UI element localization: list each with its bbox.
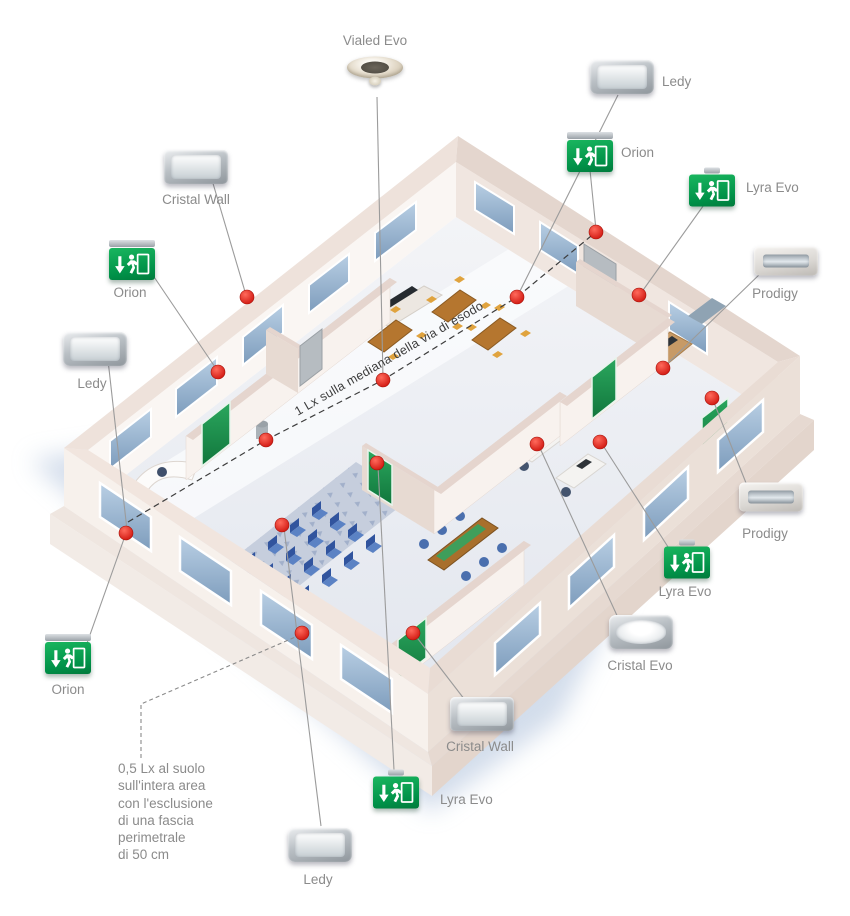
installation-point-dot [588,224,604,240]
product-label: Vialed Evo [342,33,408,48]
product-thumb-cristal-wall [450,697,514,731]
product-label: Lyra Evo [440,792,493,807]
installation-point-dot [369,455,385,471]
product-thumb-cristal-evo [609,615,673,649]
installation-point-dot [118,525,134,541]
product-label: Cristal Wall [446,739,514,754]
prodigy-light-icon [739,482,803,512]
orion-exit-sign-icon [45,634,91,674]
product-thumb-lyra-evo [689,167,735,207]
cristal-wall-light-icon [450,697,514,731]
product-thumb-orion [109,240,155,280]
corridor-floor [99,213,625,541]
product-thumb-ledy [288,828,352,862]
front-wall-windows-right [493,397,765,678]
product-label: Lyra Evo [658,584,712,599]
connector-lines [85,94,763,827]
green-door [201,400,231,468]
connector-line [517,94,619,296]
product-label: Cristal Evo [607,658,673,673]
connector-line [712,399,753,499]
product-label: Ledy [303,872,333,887]
connector-line [538,445,621,623]
ledy-light-icon [288,828,352,862]
connector-line [85,535,126,647]
ledy-light-icon [63,332,127,366]
orion-exit-sign-icon [567,132,613,172]
installation-point-dot [704,390,720,406]
connector-line [140,634,301,758]
product-label: Ledy [77,376,107,391]
downlight-icon [347,56,403,88]
cristal-wall-light-icon [164,150,228,184]
installation-point-dot [258,432,274,448]
lyra-exit-sign-icon [664,539,710,579]
product-thumb-prodigy [754,246,818,276]
connector-line [147,267,218,371]
green-door [591,356,617,421]
prodigy-light-icon [754,246,818,276]
installation-point-dot [405,625,421,641]
connector-line [601,443,671,551]
grey-door [299,327,323,388]
installation-point-dot [210,364,226,380]
installation-point-dot [631,287,647,303]
ledy-light-icon [590,60,654,94]
meeting-room-table [419,511,507,581]
product-thumb-ledy [590,60,654,94]
installation-point-dot [375,372,391,388]
connector-line [211,179,247,296]
connector-line [376,96,384,379]
front-walls [64,356,800,752]
back-walls [64,136,800,505]
base-slab [50,414,814,796]
connector-line [589,169,597,231]
installation-point-dot [274,517,290,533]
installation-point-dot [655,360,671,376]
product-thumb-orion [45,634,91,674]
cristal-evo-light-icon [609,615,673,649]
installation-point-dot [529,436,545,452]
connector-line [107,359,128,531]
product-thumb-cristal-wall [164,150,228,184]
lyra-exit-sign-icon [373,769,419,809]
installation-point-dot [592,434,608,450]
connector-line [377,465,395,771]
product-thumb-orion [567,132,613,172]
product-thumb-prodigy [739,482,803,512]
product-label: Orion [621,145,655,160]
product-label: Cristal Wall [162,192,230,207]
product-thumb-lyra-evo [373,769,419,809]
connector-line [664,271,763,367]
product-thumb-vialed-evo [347,56,403,88]
connector-line [414,634,469,705]
product-label: Prodigy [752,286,798,301]
installation-point-dot [294,625,310,641]
product-label: Orion [113,285,147,300]
product-label: Ledy [662,74,692,89]
installation-point-dot [239,289,255,305]
product-label: Prodigy [742,526,788,541]
back-wall-windows [109,180,708,472]
product-label: Lyra Evo [746,180,799,195]
connector-line [283,527,322,827]
connector-line [640,201,707,294]
perimeter-annotation: 0,5 Lx al suolo sull'intera area con l'e… [118,761,213,863]
installation-dots [118,224,720,641]
orion-exit-sign-icon [109,240,155,280]
product-label: Orion [51,682,85,697]
lyra-exit-sign-icon [689,167,735,207]
product-thumb-ledy [63,332,127,366]
product-thumb-lyra-evo [664,539,710,579]
installation-point-dot [509,289,525,305]
